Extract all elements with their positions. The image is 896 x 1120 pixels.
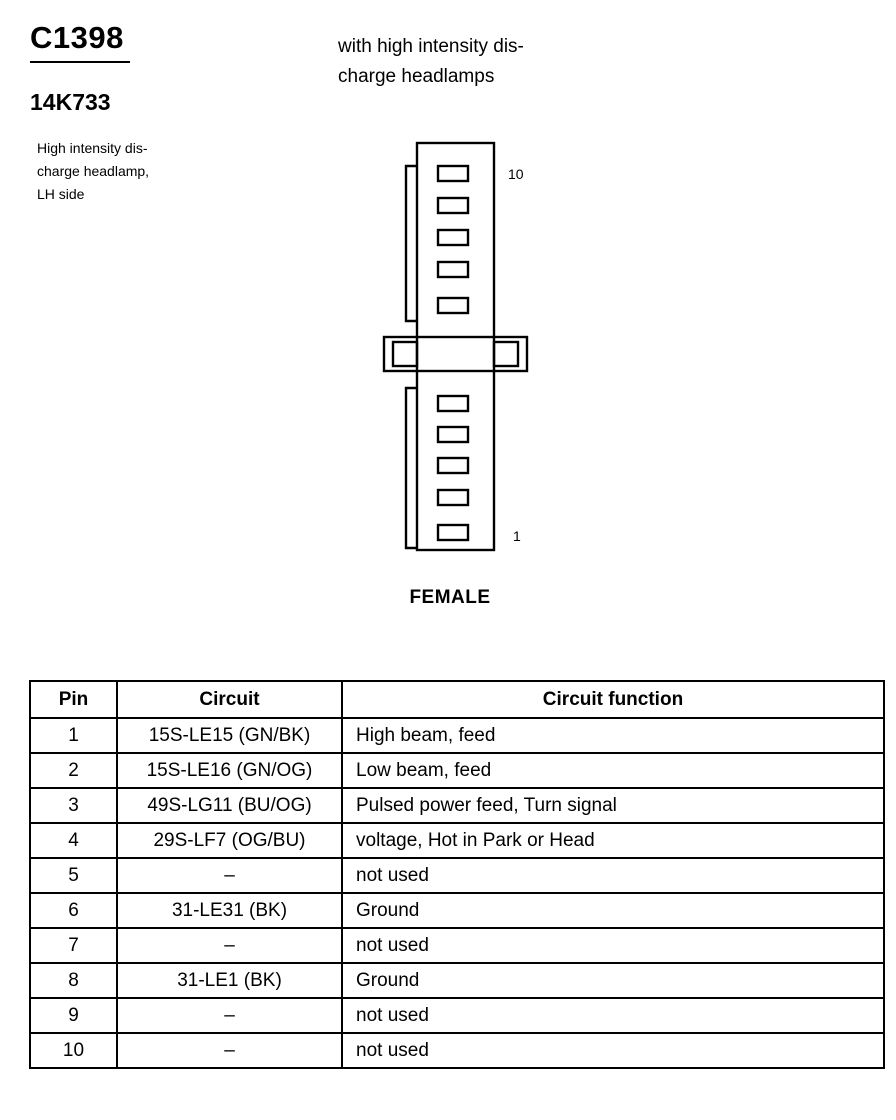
- cell-circuit: 31-LE31 (BK): [116, 892, 343, 929]
- cell-pin: 10: [29, 1032, 118, 1069]
- latch-lock-right-tab: [492, 340, 520, 368]
- pin-cavities: [436, 164, 470, 542]
- cell-pin: 4: [29, 822, 118, 859]
- cell-circuit-function: Low beam, feed: [341, 752, 885, 789]
- pin-cavity-1: [436, 523, 470, 542]
- pin-cavity-6: [436, 296, 470, 315]
- pinout-table-header: Pin Circuit Circuit function: [29, 680, 885, 719]
- cell-circuit: –: [116, 927, 343, 964]
- cell-circuit: –: [116, 1032, 343, 1069]
- pin-cavity-7: [436, 260, 470, 279]
- pin-cavity-9: [436, 196, 470, 215]
- table-row: 3 49S-LG11 (BU/OG) Pulsed power feed, Tu…: [29, 787, 885, 824]
- table-row: 9 – not used: [29, 997, 885, 1034]
- connector-note: with high intensity dis- charge headlamp…: [338, 36, 524, 87]
- connector-face-diagram: 10 1: [382, 141, 529, 552]
- cell-circuit: 31-LE1 (BK): [116, 962, 343, 999]
- cell-pin: 6: [29, 892, 118, 929]
- cell-circuit-function: voltage, Hot in Park or Head: [341, 822, 885, 859]
- pin-cavity-10: [436, 164, 470, 183]
- table-row: 7 – not used: [29, 927, 885, 964]
- pin-cavity-8: [436, 228, 470, 247]
- pin-label-10: 10: [508, 166, 524, 182]
- connector-id-underline: [30, 61, 130, 63]
- cell-circuit: 15S-LE15 (GN/BK): [116, 717, 343, 754]
- cell-circuit-function: not used: [341, 997, 885, 1034]
- cell-pin: 8: [29, 962, 118, 999]
- cell-circuit: 49S-LG11 (BU/OG): [116, 787, 343, 824]
- housing-rib-lower: [404, 386, 417, 550]
- cell-circuit-function: Pulsed power feed, Turn signal: [341, 787, 885, 824]
- cell-circuit-function: Ground: [341, 892, 885, 929]
- cell-circuit-function: Ground: [341, 962, 885, 999]
- header-pin: Pin: [29, 680, 118, 719]
- cell-circuit: –: [116, 857, 343, 894]
- cell-pin: 2: [29, 752, 118, 789]
- table-row: 10 – not used: [29, 1032, 885, 1069]
- cell-pin: 1: [29, 717, 118, 754]
- pin-cavity-4: [436, 425, 470, 444]
- table-row: 2 15S-LE16 (GN/OG) Low beam, feed: [29, 752, 885, 789]
- pin-cavity-2: [436, 488, 470, 507]
- table-row: 4 29S-LF7 (OG/BU) voltage, Hot in Park o…: [29, 822, 885, 859]
- pin-label-1: 1: [513, 528, 521, 544]
- cell-pin: 3: [29, 787, 118, 824]
- header-circuit-function: Circuit function: [341, 680, 885, 719]
- connector-description: High intensity dis- charge headlamp, LH …: [37, 140, 150, 202]
- header-circuit: Circuit: [116, 680, 343, 719]
- latch-lock-left-tab: [391, 340, 419, 368]
- connector-id: C1398: [30, 20, 124, 55]
- cell-circuit: 29S-LF7 (OG/BU): [116, 822, 343, 859]
- cell-circuit: –: [116, 997, 343, 1034]
- cell-circuit: 15S-LE16 (GN/OG): [116, 752, 343, 789]
- pin-cavity-3: [436, 456, 470, 475]
- table-row: 1 15S-LE15 (GN/BK) High beam, feed: [29, 717, 885, 754]
- part-number: 14K733: [30, 89, 111, 115]
- table-row: 8 31-LE1 (BK) Ground: [29, 962, 885, 999]
- housing-rib-upper: [404, 164, 417, 323]
- cell-circuit-function: not used: [341, 1032, 885, 1069]
- cell-circuit-function: not used: [341, 927, 885, 964]
- cell-pin: 7: [29, 927, 118, 964]
- cell-pin: 5: [29, 857, 118, 894]
- latch-lock: [382, 335, 529, 373]
- cell-circuit-function: not used: [341, 857, 885, 894]
- cell-pin: 9: [29, 997, 118, 1034]
- cell-circuit-function: High beam, feed: [341, 717, 885, 754]
- pinout-table: Pin Circuit Circuit function 1 15S-LE15 …: [29, 680, 885, 1069]
- table-row: 6 31-LE31 (BK) Ground: [29, 892, 885, 929]
- table-row: 5 – not used: [29, 857, 885, 894]
- pin-cavity-5: [436, 394, 470, 413]
- connector-gender-label: FEMALE: [409, 587, 491, 608]
